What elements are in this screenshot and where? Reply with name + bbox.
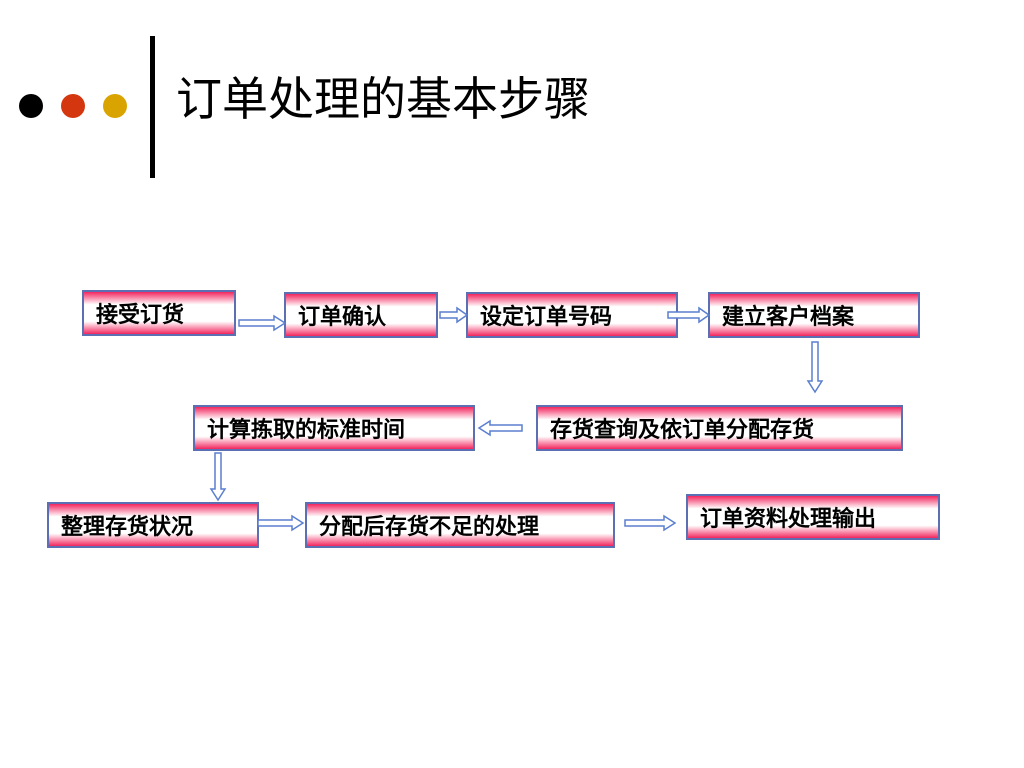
step-box-confirm-order: 订单确认 xyxy=(284,292,438,338)
step-label: 接受订货 xyxy=(96,303,185,328)
step-label: 分配后存货不足的处理 xyxy=(319,515,540,540)
bullet-dot-gold xyxy=(103,94,127,118)
flow-arrow-picktime-to-status xyxy=(209,452,227,502)
step-box-inventory-status: 整理存货状况 xyxy=(47,502,259,548)
flow-arrow-allocate-to-picktime xyxy=(477,419,523,437)
step-box-order-data-output: 订单资料处理输出 xyxy=(686,494,940,540)
title-divider xyxy=(150,36,155,178)
flow-arrow-number-to-profile xyxy=(667,306,711,324)
page-title: 订单处理的基本步骤 xyxy=(176,72,590,126)
step-box-shortage-handling: 分配后存货不足的处理 xyxy=(305,502,615,548)
step-box-picking-time: 计算拣取的标准时间 xyxy=(193,405,475,451)
step-label: 存货查询及依订单分配存货 xyxy=(550,418,815,443)
flow-arrow-profile-to-allocate xyxy=(806,341,824,394)
step-box-inventory-allocation: 存货查询及依订单分配存货 xyxy=(536,405,903,451)
step-box-receive-order: 接受订货 xyxy=(82,290,236,336)
flow-arrow-receive-to-confirm xyxy=(238,314,287,332)
step-label: 整理存货状况 xyxy=(61,515,194,540)
flow-arrow-shortage-to-output xyxy=(624,514,677,532)
step-label: 订单确认 xyxy=(298,305,387,330)
step-label: 订单资料处理输出 xyxy=(700,507,877,532)
step-label: 建立客户档案 xyxy=(722,305,855,330)
step-label: 设定订单号码 xyxy=(480,305,613,330)
bullet-dot-red xyxy=(61,94,85,118)
bullet-dot-black xyxy=(19,94,43,118)
step-box-create-customer-profile: 建立客户档案 xyxy=(708,292,920,338)
flow-arrow-confirm-to-number xyxy=(439,306,469,324)
step-label: 计算拣取的标准时间 xyxy=(207,418,406,443)
flow-arrow-status-to-shortage xyxy=(257,514,305,532)
